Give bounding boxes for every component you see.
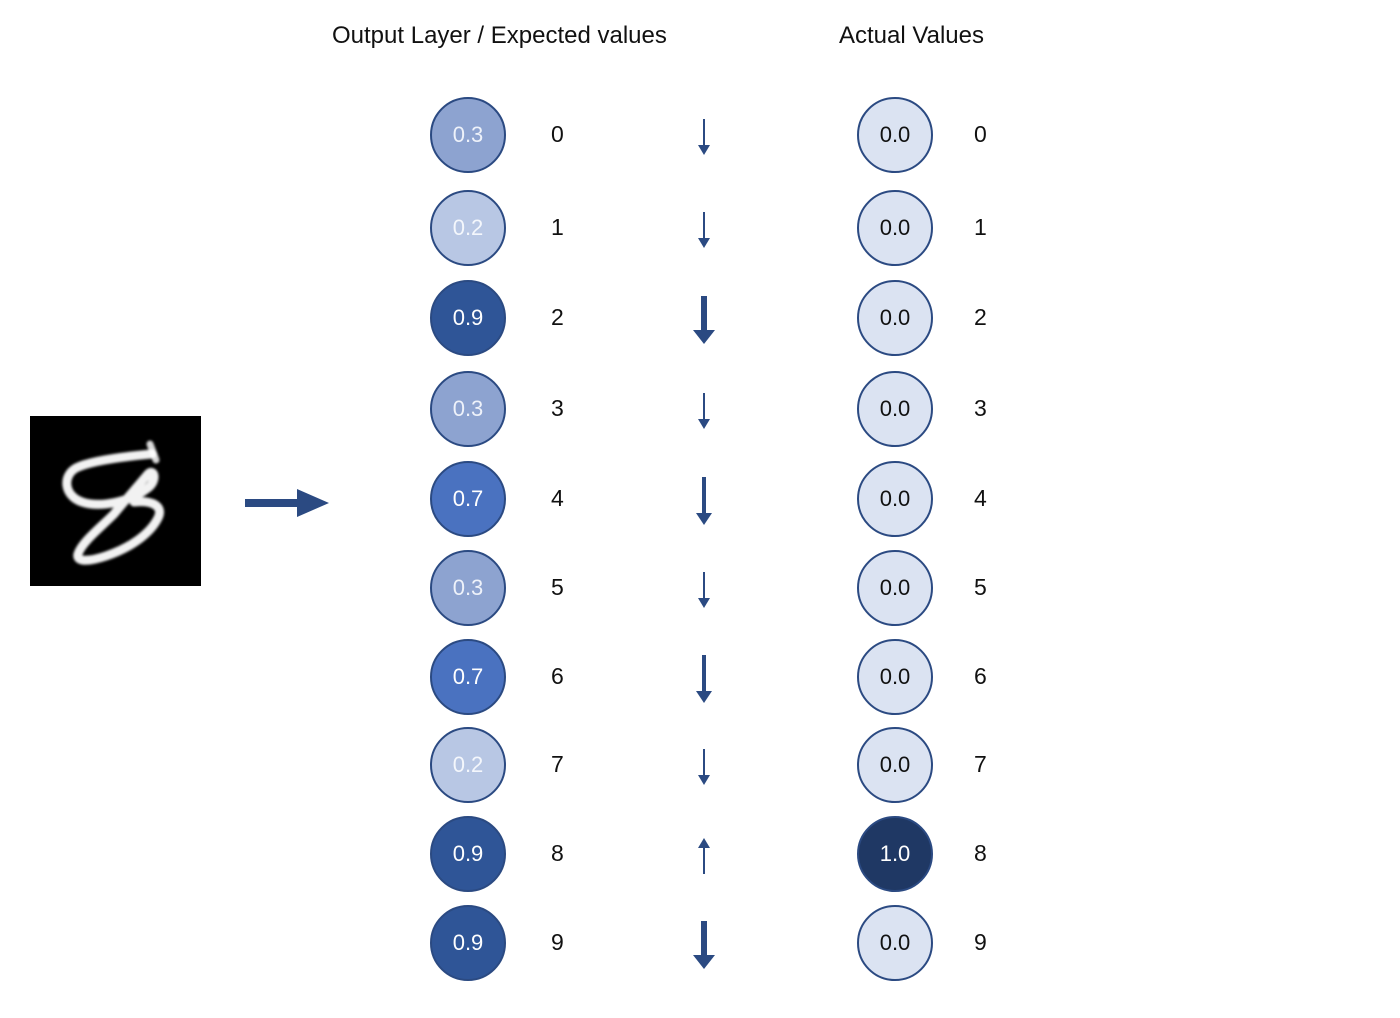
- down-arrow-icon: [698, 119, 710, 155]
- output-row-6: 0.7 6 0.0 6: [0, 639, 1400, 719]
- actual-digit-label: 3: [974, 395, 987, 421]
- expected-digit-label: 0: [551, 121, 564, 147]
- expected-node: 0.3: [430, 97, 506, 173]
- expected-node: 0.3: [430, 550, 506, 626]
- actual-node: 0.0: [857, 905, 933, 981]
- output-row-7: 0.2 7 0.0 7: [0, 727, 1400, 807]
- expected-digit-label: 1: [551, 214, 564, 240]
- handwritten-digit-image: [30, 416, 201, 586]
- input-arrow-icon: [245, 487, 331, 524]
- expected-values-heading: Output Layer / Expected values: [332, 22, 667, 49]
- actual-node: 0.0: [857, 461, 933, 537]
- actual-digit-label: 6: [974, 663, 987, 689]
- actual-digit-label: 4: [974, 485, 987, 511]
- expected-node: 0.2: [430, 190, 506, 266]
- output-row-8: 0.9 8 1.0 8: [0, 816, 1400, 896]
- down-arrow-icon: [698, 393, 710, 429]
- actual-digit-label: 9: [974, 929, 987, 955]
- expected-node: 0.9: [430, 905, 506, 981]
- output-row-3: 0.3 3 0.0 3: [0, 371, 1400, 451]
- expected-digit-label: 6: [551, 663, 564, 689]
- down-arrow-icon: [693, 921, 715, 969]
- down-arrow-icon: [698, 212, 710, 248]
- expected-node: 0.7: [430, 639, 506, 715]
- expected-digit-label: 4: [551, 485, 564, 511]
- actual-digit-label: 1: [974, 214, 987, 240]
- down-arrow-icon: [696, 477, 712, 525]
- output-row-0: 0.3 0 0.0 0: [0, 97, 1400, 177]
- output-row-5: 0.3 5 0.0 5: [0, 550, 1400, 630]
- expected-digit-label: 3: [551, 395, 564, 421]
- actual-digit-label: 7: [974, 751, 987, 777]
- actual-digit-label: 5: [974, 574, 987, 600]
- expected-node: 0.7: [430, 461, 506, 537]
- actual-node: 0.0: [857, 371, 933, 447]
- actual-node: 1.0: [857, 816, 933, 892]
- actual-node: 0.0: [857, 97, 933, 173]
- up-arrow-icon: [698, 838, 710, 874]
- output-row-2: 0.9 2 0.0 2: [0, 280, 1400, 360]
- actual-node: 0.0: [857, 550, 933, 626]
- actual-digit-label: 2: [974, 304, 987, 330]
- actual-node: 0.0: [857, 639, 933, 715]
- down-arrow-icon: [693, 296, 715, 344]
- output-row-1: 0.2 1 0.0 1: [0, 190, 1400, 270]
- expected-node: 0.9: [430, 280, 506, 356]
- expected-digit-label: 7: [551, 751, 564, 777]
- actual-digit-label: 8: [974, 840, 987, 866]
- expected-digit-label: 5: [551, 574, 564, 600]
- expected-node: 0.3: [430, 371, 506, 447]
- actual-digit-label: 0: [974, 121, 987, 147]
- down-arrow-icon: [698, 749, 710, 785]
- actual-node: 0.0: [857, 280, 933, 356]
- down-arrow-icon: [696, 655, 712, 703]
- down-arrow-icon: [698, 572, 710, 608]
- expected-digit-label: 9: [551, 929, 564, 955]
- expected-node: 0.2: [430, 727, 506, 803]
- output-row-4: 0.7 4 0.0 4: [0, 461, 1400, 541]
- actual-node: 0.0: [857, 727, 933, 803]
- expected-digit-label: 2: [551, 304, 564, 330]
- actual-values-heading: Actual Values: [839, 22, 984, 49]
- actual-node: 0.0: [857, 190, 933, 266]
- expected-node: 0.9: [430, 816, 506, 892]
- expected-digit-label: 8: [551, 840, 564, 866]
- output-row-9: 0.9 9 0.0 9: [0, 905, 1400, 985]
